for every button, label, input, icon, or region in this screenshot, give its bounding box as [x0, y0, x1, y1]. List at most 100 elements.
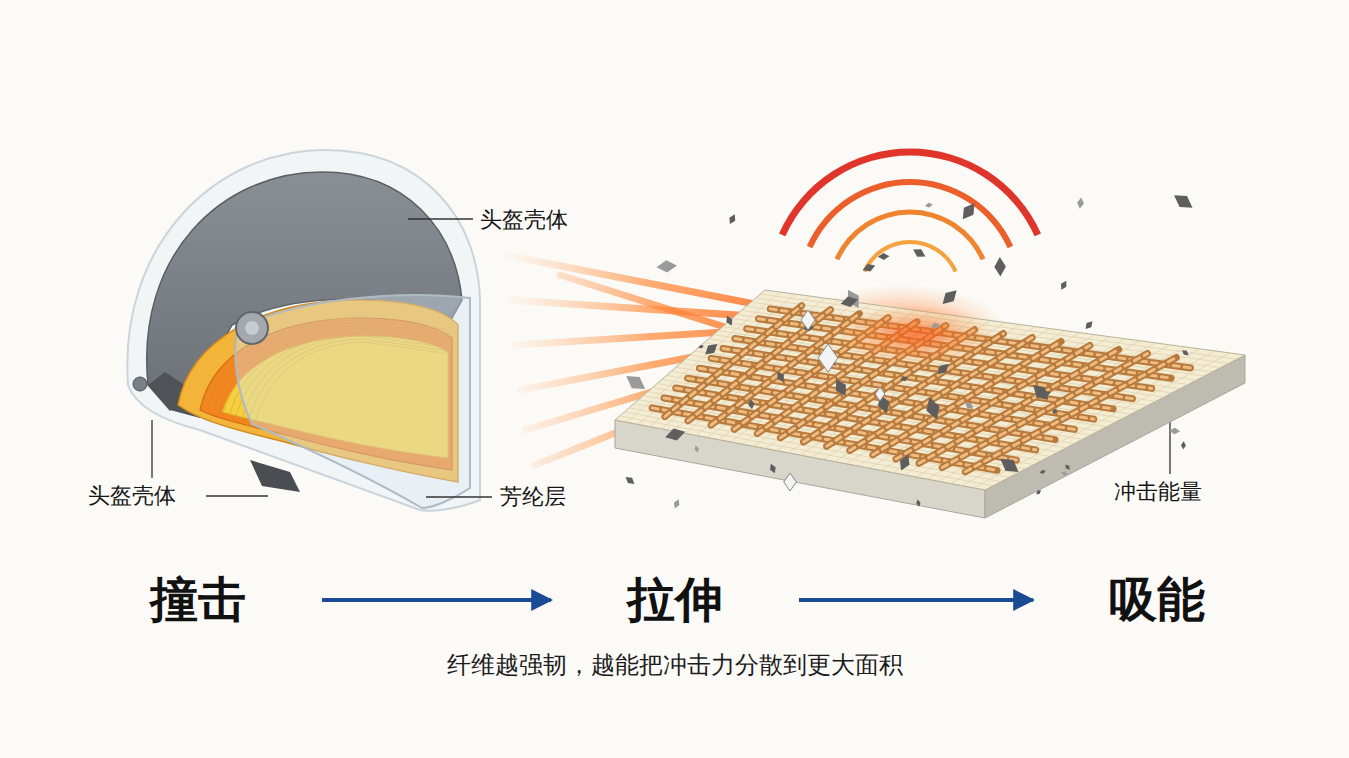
debris-shard: [938, 364, 949, 374]
debris-shard: [1061, 472, 1067, 476]
visor-pivot-cap: [245, 321, 259, 335]
part-label: 头盔壳体: [480, 207, 568, 233]
debris-shard: [1169, 428, 1180, 435]
fiber-rope: [942, 353, 1147, 467]
shock-wave: [779, 148, 1041, 236]
step-text: 撞击: [150, 572, 246, 627]
shock-waves: [779, 148, 1041, 272]
shell-screw: [133, 377, 147, 391]
leader-line: [151, 420, 152, 478]
shock-wave: [835, 210, 986, 261]
debris-shard: [626, 477, 635, 484]
fiber-twist: [965, 357, 1176, 471]
debris-shard: [1181, 441, 1186, 449]
part-label: 冲击能量: [1114, 479, 1202, 505]
shock-wave: [863, 240, 958, 272]
caption: 纤维越强韧，越能把冲击力分散到更大面积: [0, 651, 1349, 680]
fiber-twist: [699, 368, 1074, 429]
debris-shard: [925, 203, 933, 208]
debris-shard: [748, 399, 754, 409]
fiber-twist: [676, 388, 1036, 450]
debris-shard: [965, 402, 973, 409]
debris-shard: [770, 464, 776, 473]
debris-shard: [674, 499, 679, 508]
debris-shard: [1053, 408, 1057, 414]
debris-shard: [801, 310, 815, 330]
debris-shard: [784, 473, 797, 491]
leader-line: [206, 495, 268, 496]
debris-shard: [1035, 390, 1051, 399]
debris-shard: [863, 264, 875, 271]
fiber-rope: [688, 310, 831, 421]
helmet: [127, 150, 480, 511]
step-label: 吸能: [1033, 568, 1281, 631]
debris-shard: [1061, 281, 1066, 290]
leader-line: [408, 218, 473, 219]
debris-shard: [900, 455, 910, 471]
leader-line: [426, 496, 492, 497]
debris-shard: [878, 253, 890, 260]
fiber-twist: [664, 398, 1016, 460]
debris-shard: [1040, 470, 1046, 474]
step-label: 撞击: [74, 568, 322, 631]
fiber-rope: [965, 357, 1176, 471]
visor: [235, 295, 470, 508]
debris-shard: [1065, 464, 1070, 469]
debris-shard: [963, 203, 975, 219]
debris-shard: [943, 290, 957, 304]
debris-shard: [818, 344, 838, 372]
debris-shard: [841, 296, 858, 306]
debris-shard: [1000, 459, 1018, 472]
fiber-ropes: [652, 306, 1190, 472]
debris-shard: [916, 500, 920, 507]
debris-shard: [1036, 490, 1041, 494]
fiber-rope: [688, 378, 1055, 439]
debris: [626, 195, 1193, 508]
debris-shard: [626, 376, 645, 389]
impact-heat: [835, 305, 995, 365]
step-label: 拉伸: [551, 568, 799, 631]
panel-top: [615, 290, 1245, 490]
debris-shard: [1085, 321, 1092, 329]
debris-shard: [695, 445, 699, 452]
fiber-twist: [942, 353, 1147, 467]
chin-strap: [250, 460, 300, 492]
fiber-rope: [652, 408, 997, 470]
debris-shard: [900, 376, 908, 381]
fiber-twist: [688, 310, 831, 421]
debris-shard: [729, 214, 735, 224]
fiber-rope: [665, 306, 802, 417]
debris-shard: [656, 260, 676, 272]
fiber-rope: [664, 398, 1016, 460]
fiber-rope: [699, 368, 1074, 429]
step-text: 吸能: [1109, 572, 1205, 627]
part-label: 芳纶层: [500, 484, 566, 510]
flow-arrow: [322, 598, 551, 602]
step-text: 拉伸: [627, 572, 723, 627]
panel-grid: [620, 292, 1237, 488]
debris-shard: [1077, 197, 1084, 208]
debris-shard: [1174, 195, 1192, 207]
debris-shard: [726, 316, 732, 326]
debris-shard: [836, 379, 846, 396]
debris-shard: [875, 387, 885, 401]
flow-arrow: [799, 598, 1033, 602]
debris-shard: [931, 323, 940, 328]
debris-shard: [665, 429, 685, 441]
fiber-twist: [665, 306, 802, 417]
clear-outer-shell: [127, 150, 480, 511]
debris-shard: [705, 344, 717, 355]
debris-shard: [926, 398, 939, 420]
fiber-twist: [688, 378, 1055, 439]
debris-shard: [1182, 350, 1188, 355]
visor-pivot: [236, 312, 268, 344]
debris-shard: [698, 345, 704, 348]
part-label: 头盔壳体: [88, 483, 176, 509]
debris-shard: [777, 372, 783, 383]
fiber-rope: [711, 358, 1094, 419]
fiber-rope: [676, 388, 1036, 450]
debris-shard: [913, 249, 925, 256]
fiber-twist: [652, 408, 997, 470]
